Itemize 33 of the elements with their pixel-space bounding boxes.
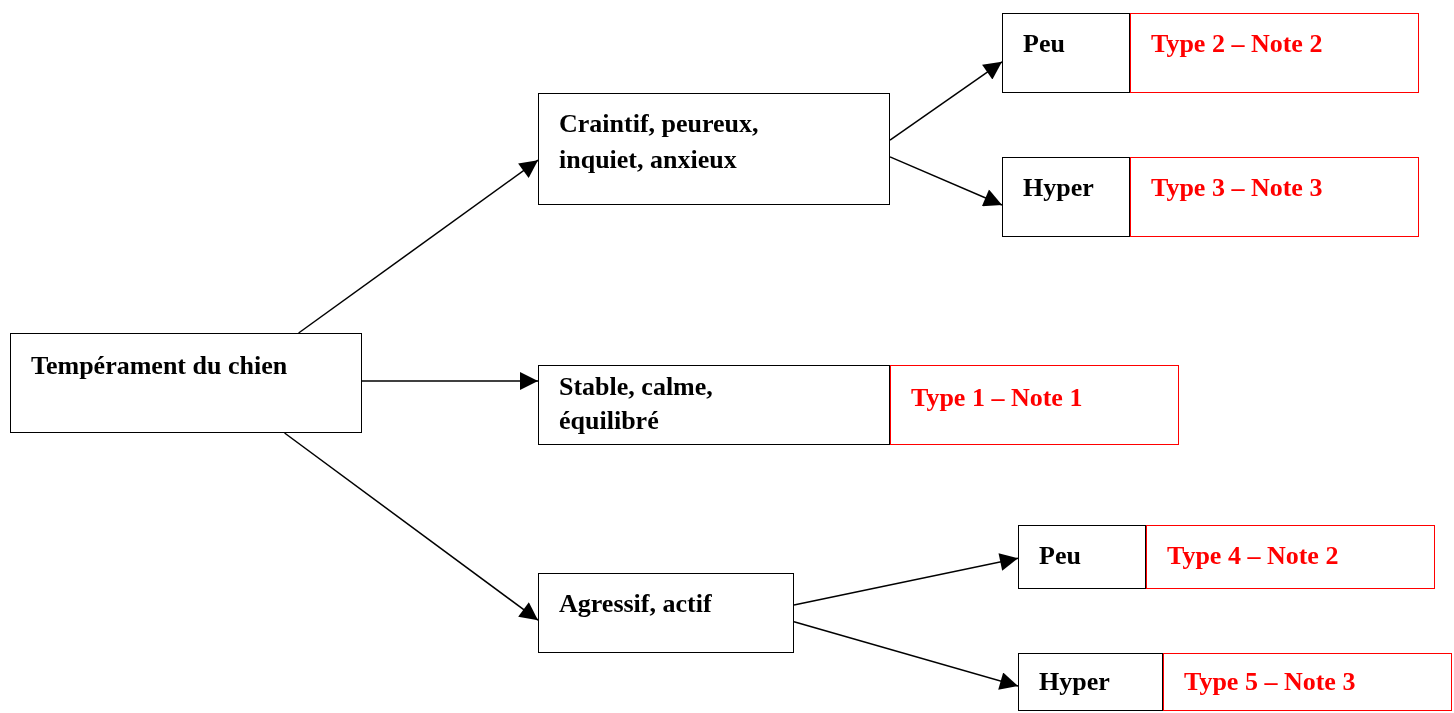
box-label: Hyper (1023, 172, 1094, 204)
category-box (1018, 653, 1163, 711)
box-label: Type 3 – Note 3 (1151, 172, 1323, 204)
category-box (10, 333, 362, 433)
box-label: Hyper (1039, 666, 1110, 698)
arrow (889, 156, 1003, 207)
rating-box (1130, 157, 1419, 237)
box-label: Craintif, peureux, inquiet, anxieux (559, 108, 760, 176)
rating-box (1163, 653, 1452, 711)
rating-box (1146, 525, 1435, 589)
box-label: Stable, calme, équilibré (559, 371, 714, 437)
box-label: Agressif, actif (559, 588, 712, 620)
rating-box (890, 365, 1179, 445)
box-label: Type 1 – Note 1 (911, 382, 1083, 414)
box-label: Type 4 – Note 2 (1167, 540, 1339, 572)
box-label: Type 2 – Note 2 (1151, 28, 1323, 60)
arrow (361, 372, 539, 390)
box-label: Tempérament du chien (31, 350, 288, 382)
category-box (1002, 157, 1130, 237)
category-box (1002, 13, 1130, 93)
arrow (793, 553, 1019, 606)
box-label: Peu (1039, 540, 1081, 572)
box-label: Type 5 – Note 3 (1184, 666, 1356, 698)
arrow (297, 159, 539, 334)
category-box (538, 573, 794, 653)
arrow (793, 621, 1019, 690)
category-box (538, 365, 890, 445)
arrow (889, 61, 1003, 141)
category-box (538, 93, 890, 205)
arrow (283, 432, 539, 621)
rating-box (1130, 13, 1419, 93)
category-box (1018, 525, 1146, 589)
box-label: Peu (1023, 28, 1065, 60)
